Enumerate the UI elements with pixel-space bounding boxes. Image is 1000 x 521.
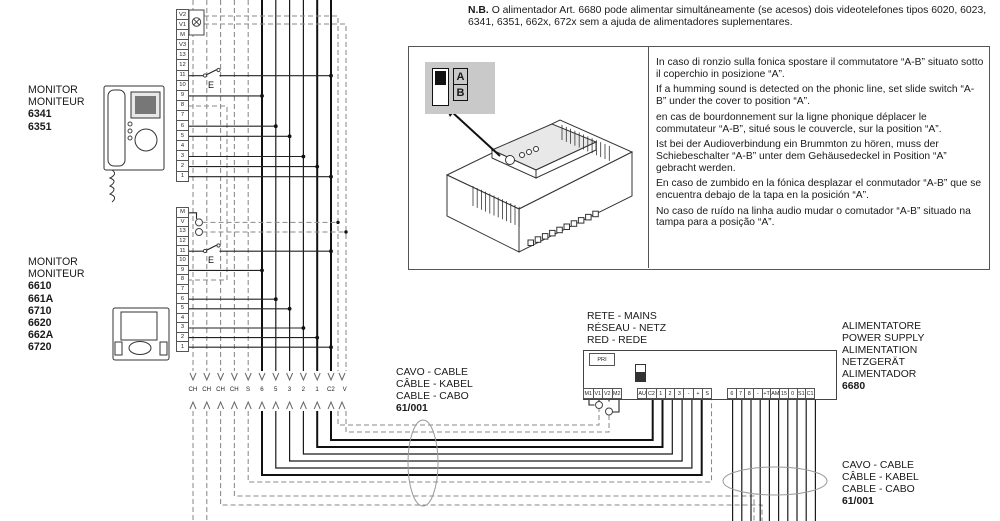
monitor1-title-line: MONITOR: [28, 84, 78, 96]
bus-wires-bottom: [192, 398, 763, 521]
cable-label-line: CAVO - CABLE: [396, 367, 468, 378]
monitor2-model: 6620: [28, 317, 52, 330]
cable-code: 61/001: [396, 403, 428, 415]
slide-switch-knob: [435, 71, 446, 85]
monitor1-illustration: [103, 85, 165, 203]
heatsink-fins: [472, 125, 610, 227]
monitor1-model: 6341: [28, 108, 52, 121]
monitor1-connections: E: [188, 9, 333, 281]
mains-label-line: RETE - MAINS: [587, 311, 657, 322]
psu-terminal-cell: S: [702, 388, 713, 399]
instruction-paragraph: en cas de bourdonnement sur la ligne pho…: [656, 111, 942, 135]
conductor-label: 1: [315, 386, 319, 393]
cable-marker-left: [407, 419, 439, 507]
psu-slide-switch-pos-b: [635, 372, 646, 382]
monitor2-model: 661A: [28, 292, 54, 305]
switch-e-label-2: E: [208, 255, 214, 265]
nb-note-text: O alimentador Art. 6680 pode alimentar s…: [468, 5, 987, 29]
slide-switch-icon: [432, 68, 449, 106]
monitor2-connections: E: [188, 212, 348, 350]
cable-conductor-labels: CH CH CH CH S 6 5 3 2 1 C2 V: [186, 386, 352, 393]
monitor1-title-line: MONITEUR: [28, 96, 85, 109]
monitor2-model: 6610: [28, 280, 52, 293]
conductor-label: CH: [216, 386, 225, 393]
psu-device-illustration: [444, 104, 634, 253]
instruction-paragraph: In caso di ronzio sulla fonica spostare …: [656, 57, 984, 80]
conductor-label: 2: [301, 386, 305, 393]
cable-label-line: CÂBLE - KABEL: [396, 379, 473, 391]
instruction-paragraph: No caso de ruído na linha audio mudar o …: [656, 205, 971, 229]
device-terminal-blocks: [527, 210, 599, 246]
cable-label-line: CÂBLE - KABEL: [842, 472, 919, 484]
power-supply-label-line: NETZGERÄT: [842, 357, 905, 369]
switch-e-label-1: E: [208, 80, 214, 90]
illustration-pane: [408, 46, 649, 268]
psu-terminal-cell: M2: [611, 388, 622, 399]
conductor-label: CH: [188, 386, 198, 393]
nb-note-prefix: N.B.: [468, 5, 489, 16]
conductor-label: 6: [260, 386, 264, 393]
monitor2-model: 662A: [28, 329, 54, 342]
conductor-label: CH: [202, 386, 212, 393]
psu-output-wires: [732, 398, 816, 521]
cable-marker-right: [722, 466, 828, 496]
cable-label-line: CABLE - CABO: [842, 484, 915, 496]
cable-code: 61/001: [842, 496, 874, 508]
power-supply-label-line: ALIMENTADOR: [842, 369, 917, 381]
cable-label-line: CABLE - CABO: [396, 391, 469, 403]
instruction-paragraph: If a humming sound is detected on the ph…: [656, 84, 975, 108]
mains-label-line: RED - REDE: [587, 335, 648, 347]
monitor2-title-line: MONITOR: [28, 256, 78, 268]
power-supply-model: 6680: [842, 381, 866, 393]
terminal-cell: 1: [176, 341, 189, 352]
monitor1-model: 6351: [28, 120, 52, 133]
inset-position-a-label: A: [453, 68, 468, 85]
power-supply-label-line: ALIMENTATORE: [842, 321, 922, 332]
nb-note: N.B. O alimentador Art. 6680 pode alimen…: [468, 5, 992, 29]
monitor2-model: 6720: [28, 341, 52, 354]
conductor-label: V: [342, 386, 347, 393]
conductor-label: S: [246, 386, 251, 393]
psu-video-connectors: [588, 398, 620, 416]
mains-label-line: RÉSEAU - NETZ: [587, 323, 667, 335]
conductor-label: 5: [273, 386, 278, 393]
cable-direction-arrows: [189, 372, 346, 410]
conductor-label: C2: [326, 386, 335, 393]
instruction-paragraph: En caso de zumbido en la fónica desplaza…: [656, 178, 982, 202]
inset-position-b-label: B: [453, 84, 468, 101]
terminal-cell: 1: [176, 170, 189, 182]
power-supply-label-line: POWER SUPPLY: [842, 333, 925, 345]
psu-terminal-cell: C1: [805, 388, 815, 399]
pri-terminal: PRI: [589, 353, 615, 366]
conductor-label: CH: [229, 386, 239, 393]
switch-inset-swatch: A B: [425, 62, 495, 114]
conductor-label: 3: [287, 386, 292, 393]
cable-label-line: CAVO - CABLE: [842, 460, 914, 471]
bus-wires-top: [192, 0, 347, 371]
instruction-paragraph: Ist bei der Audioverbindung ein Brummton…: [656, 139, 947, 174]
power-supply-label-line: ALIMENTATION: [842, 345, 918, 357]
monitor2-title-line: MONITEUR: [28, 268, 85, 281]
monitor2-illustration: [112, 307, 170, 361]
instruction-text: In caso di ronzio sulla fonica spostare …: [656, 57, 984, 233]
monitor2-model: 6710: [28, 304, 52, 317]
